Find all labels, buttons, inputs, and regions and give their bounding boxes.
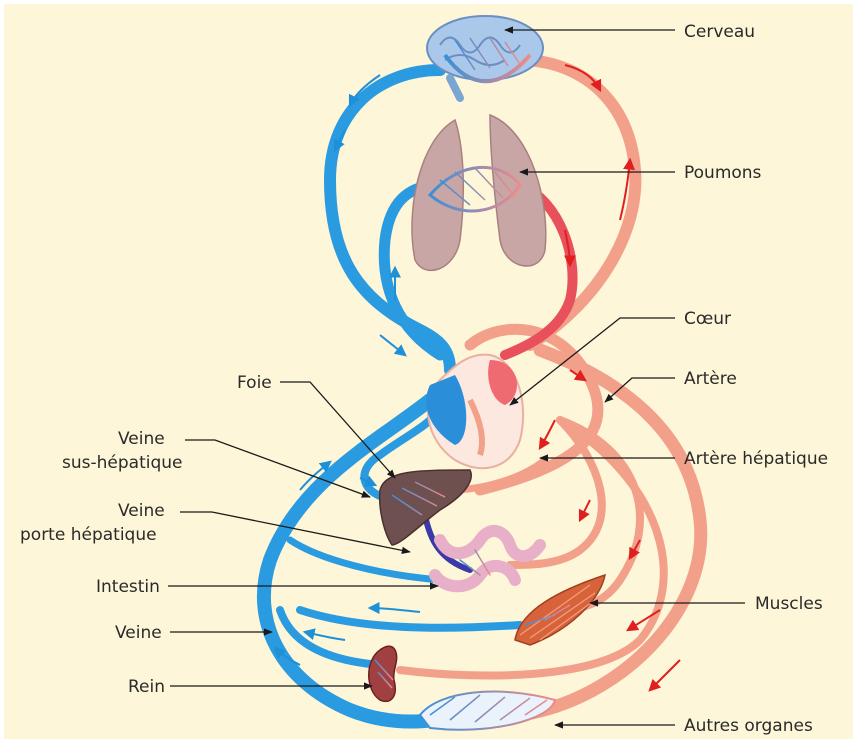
label-veine: Veine bbox=[115, 623, 162, 643]
label-veine-porte-line2: porte hépatique bbox=[20, 525, 157, 545]
label-artere: Artère bbox=[684, 369, 737, 389]
heart bbox=[426, 355, 523, 469]
lungs bbox=[412, 115, 546, 270]
label-poumons: Poumons bbox=[684, 163, 762, 183]
label-autres-organes: Autres organes bbox=[684, 716, 813, 736]
label-veine-sus-hepatique-line1: Veine bbox=[118, 429, 165, 449]
label-intestin: Intestin bbox=[96, 577, 160, 597]
label-veine-sus-hepatique-line2: sus-hépatique bbox=[62, 453, 182, 473]
label-foie: Foie bbox=[237, 373, 272, 393]
other-organs-capillaries bbox=[420, 692, 555, 730]
label-veine-porte-line1: Veine bbox=[118, 501, 165, 521]
muscles bbox=[515, 575, 605, 645]
kidney bbox=[369, 646, 397, 701]
label-rein: Rein bbox=[128, 677, 165, 697]
brain bbox=[427, 16, 543, 98]
liver bbox=[380, 470, 472, 545]
label-cerveau: Cerveau bbox=[684, 22, 755, 42]
label-artere-hepatique: Artère hépatique bbox=[684, 449, 828, 469]
label-muscles: Muscles bbox=[755, 594, 823, 614]
label-coeur: Cœur bbox=[684, 309, 731, 329]
